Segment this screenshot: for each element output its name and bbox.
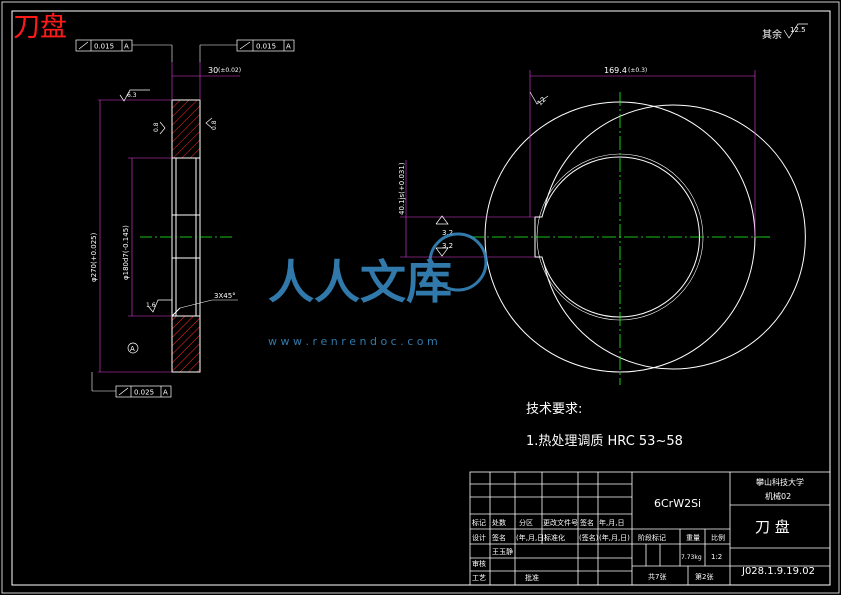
tb-weight-value: 7.73kg xyxy=(681,554,702,561)
tech-heading: 技术要求: xyxy=(526,402,582,417)
width-tol: (±0.02) xyxy=(218,67,241,74)
tb-process: 工艺 xyxy=(472,574,486,582)
tb-class: 机械02 xyxy=(765,491,791,501)
disc-outline xyxy=(542,104,806,370)
watermark: 人人文库 w w w . r e n r e n d o c . c o m xyxy=(268,232,488,348)
watermark-url: w w w . r e n r e n d o c . c o m xyxy=(268,335,438,348)
svg-text:0.015: 0.015 xyxy=(94,43,114,51)
inner-border xyxy=(11,10,831,586)
tb-scale-value: 1:2 xyxy=(711,553,722,561)
svg-text:A: A xyxy=(163,389,168,397)
tb-school: 攀山科技大学 xyxy=(756,477,804,487)
chamfer-dim: 3X45° xyxy=(214,292,236,300)
tb-mark-h1: 处数 xyxy=(492,518,506,527)
edge-rough: 12 xyxy=(536,95,548,107)
slot-dim: 40.1js(+0.031) xyxy=(398,162,406,215)
tb-drawing-no: J028.1.9.19.02 xyxy=(741,566,815,577)
tb-design-h2: (年,月,日) xyxy=(516,533,547,542)
side-profile xyxy=(171,99,201,373)
tb-scale-label: 比例 xyxy=(711,533,725,542)
watermark-brand: 人人文库 xyxy=(268,255,452,309)
side-view: 30 (±0.02) φ270(+0.025) φ180d7(-0.145) 6… xyxy=(75,39,295,398)
tb-material: 6CrW2Si xyxy=(654,497,701,510)
disc-bore xyxy=(534,156,700,318)
tb-mark-h3: 更改文件号 xyxy=(543,518,578,527)
tb-mark-h0: 标记 xyxy=(472,518,486,527)
tb-sheet-no: 第2张 xyxy=(695,572,713,581)
tb-sheets-total: 共7张 xyxy=(648,572,666,581)
tb-design-h3: 标准化 xyxy=(544,533,565,542)
svg-text:A: A xyxy=(286,43,291,51)
front-view: 169.4 (±0.3) 12 40.1js(+0.031) 3.2 3.2 xyxy=(398,66,806,385)
radius-tol: (±0.3) xyxy=(628,67,647,74)
tb-design-h5: (年,月,日) xyxy=(599,533,630,542)
svg-text:其余: 其余 xyxy=(762,28,782,41)
tb-check: 审核 xyxy=(472,559,486,568)
radius-dim: 169.4 xyxy=(604,66,627,75)
title-block-text: 6CrW2Si 攀山科技大学 机械02 刀 盘 J028.1.9.19.02 标… xyxy=(472,477,815,582)
tb-part-name: 刀 盘 xyxy=(755,518,790,536)
svg-text:A: A xyxy=(124,43,129,51)
svg-text:0.025: 0.025 xyxy=(134,389,154,397)
tol-frame-bottom: 0.025 A xyxy=(91,372,172,398)
svg-text:0.015: 0.015 xyxy=(256,43,276,51)
tb-weight-label: 重量 xyxy=(686,534,700,542)
bore-dia-dim: φ180d7(-0.145) xyxy=(122,225,130,280)
slot-rough-top: 3.2 xyxy=(442,229,453,237)
tech-requirements: 技术要求: 1.热处理调质 HRC 53~58 xyxy=(526,402,683,449)
tb-design-h1: 签名 xyxy=(492,533,506,542)
rough-outer: 6.3 xyxy=(127,92,137,99)
surface-note: 其余 12.5 xyxy=(762,23,808,41)
corner-title: 刀盘 xyxy=(13,12,67,43)
tb-mark-h5: 年,月,日 xyxy=(599,518,624,527)
tb-mark-h4: 签名 xyxy=(580,518,594,527)
tb-design-h0: 设计 xyxy=(472,533,486,542)
rough-face-right: 0.8 xyxy=(211,120,218,130)
tb-designer: 王玉静 xyxy=(492,547,513,556)
rough-bore: 1.6 xyxy=(146,302,156,309)
width-dim: 30 xyxy=(208,66,218,75)
tol-frame-top-right: 0.015 A xyxy=(199,39,295,62)
section-lower-hatch xyxy=(171,315,201,373)
watermark-logo-ring xyxy=(428,232,488,292)
tb-approve: 批准 xyxy=(525,573,539,582)
tb-mark-h2: 分区 xyxy=(519,518,533,527)
svg-text:12.5: 12.5 xyxy=(790,26,806,34)
tech-item-1: 1.热处理调质 HRC 53~58 xyxy=(526,434,683,449)
section-upper-hatch xyxy=(171,99,201,159)
tb-stage: 阶段标记 xyxy=(638,533,666,542)
datum-a: A xyxy=(130,345,135,353)
title-block xyxy=(469,471,831,586)
outer-dia-dim: φ270(+0.025) xyxy=(90,232,98,282)
tol-frame-top-left: 0.015 A xyxy=(75,39,173,62)
tb-design-h4: (签名) xyxy=(579,533,599,542)
rough-face-left: 0.8 xyxy=(153,122,160,132)
slot-rough-bottom: 3.2 xyxy=(442,242,453,250)
